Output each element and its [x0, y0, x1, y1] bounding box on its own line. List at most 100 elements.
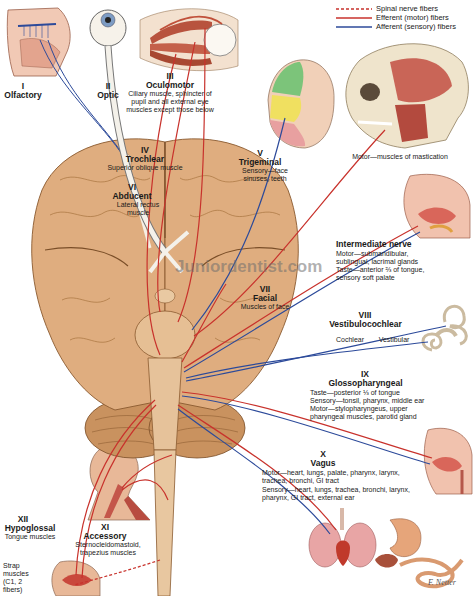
glossopharyngeal-sensory-fiber [182, 396, 430, 464]
vestibule [436, 330, 456, 336]
nasal-cavity [20, 39, 60, 69]
medulla [148, 358, 182, 450]
iris [101, 13, 115, 27]
nerve-name: Olfactory [0, 91, 46, 100]
nerve-function: Lateral rectus muscle [108, 201, 168, 217]
nerve-function: Sensory—heart, lungs, trachea, bronchi, … [262, 486, 412, 502]
spinal-cord [154, 450, 176, 596]
pharynx [461, 470, 464, 494]
nerve-function: Sensory—face sinuses, teeth [234, 167, 296, 183]
spinal-nerve-fiber [74, 560, 160, 585]
head-outline [268, 60, 334, 148]
nerve-number: VIII [350, 311, 380, 320]
nerve-function: Strap muscles (C1, 2 fibers) [3, 562, 43, 594]
legend-line-sample [336, 8, 372, 10]
eyeball [204, 24, 236, 56]
nerve-function: Motor—muscles of mastication [345, 153, 455, 161]
nerve-name: Glossopharyngeal [318, 379, 413, 388]
nerve-number: VII [250, 285, 280, 294]
nerve-number: II [93, 82, 123, 91]
nose-illustration [7, 8, 70, 76]
nerve-number: XII [8, 515, 38, 524]
temporalis-muscle [390, 58, 452, 102]
nerve-function: Taste—posterior ⅓ of tongue [310, 389, 440, 397]
nerve-name: Accessory [76, 532, 134, 541]
nerve-function: Vestibular [372, 336, 416, 344]
nerve-function: Motor—heart, lungs, palate, pharynx, lar… [262, 469, 412, 485]
pupil [105, 17, 111, 23]
cochlear-fiber [186, 342, 428, 378]
intestine [400, 560, 462, 587]
skull-illustration [346, 44, 469, 148]
nerve-number: III [155, 72, 185, 81]
nerve-name: Vestibulocochlear [318, 320, 413, 329]
nerve-name: Abducent [105, 192, 159, 201]
nerve-number: X [308, 450, 338, 459]
liver [375, 554, 398, 568]
semicircular-canal [450, 326, 466, 344]
tongue [432, 457, 462, 472]
olfactory-fibers [24, 25, 48, 38]
pharynx-illustration [424, 428, 472, 494]
nerve-function: Sensory—tonsil, pharynx, middle ear [310, 397, 440, 405]
legend-text: Spinal nerve fibers [376, 5, 438, 13]
trapezius [124, 496, 150, 520]
face-sensory-illustration [268, 60, 334, 148]
maxillary-zone [270, 95, 301, 122]
nerve-function: Ciliary muscle, sphincter of pupil and a… [120, 90, 220, 114]
nerve-number: IV [130, 146, 160, 155]
accessory-fiber [122, 455, 172, 500]
nerve-name: Oculomotor [140, 81, 200, 90]
nerve-function: Superior oblique muscle [100, 164, 190, 172]
eye-muscle [160, 17, 222, 30]
eye-muscle-illustration [140, 9, 238, 71]
sternocleidomastoid [104, 484, 124, 518]
nerve-function: Taste—anterior ⅔ of tongue, sensory soft… [336, 266, 436, 282]
organs-illustration [309, 508, 462, 586]
eye-muscle [150, 50, 212, 66]
heart [336, 541, 350, 567]
nerve-number: XI [90, 523, 120, 532]
nerve-name: Trigeminal [230, 158, 290, 167]
nerve-name: Vagus [300, 459, 346, 468]
olfactory-bulb [18, 24, 56, 26]
signature: F. Netter [428, 578, 456, 587]
ophthalmic-zone [272, 62, 303, 96]
orbit [360, 83, 380, 101]
nerve-number: I [8, 82, 38, 91]
legend-text: Efferent (motor) fibers [376, 14, 449, 22]
orbit [140, 9, 238, 71]
legend-line-sample [336, 26, 372, 28]
gland [430, 226, 452, 232]
nerve-function: Sternocleidomastoid, trapezius muscles [68, 541, 148, 557]
tongue-illustration [52, 561, 100, 596]
head-section [52, 561, 100, 596]
nerve-fibers [74, 28, 446, 585]
cerebral-hemisphere [32, 139, 165, 410]
trachea [340, 508, 344, 530]
nerve-number: VI [117, 183, 147, 192]
eye-illustration [90, 10, 126, 46]
nerve-number: IX [350, 370, 380, 379]
nerve-name: Facial [243, 294, 287, 303]
teeth [358, 122, 392, 124]
semicircular-canal [444, 306, 464, 327]
trigeminal-motor-fiber [194, 130, 385, 336]
legend-line-sample [336, 17, 372, 19]
legend-text: Afferent (sensory) fibers [376, 23, 456, 31]
skull [346, 44, 469, 148]
tongue [418, 207, 456, 224]
nerve-name: Intermediate nerve [336, 240, 436, 249]
mandibular-zone [270, 120, 305, 146]
nerve-number: V [245, 149, 275, 158]
eyeball [90, 10, 126, 46]
watermark: Juniordentist.com [175, 258, 322, 276]
stomach [390, 519, 421, 557]
nerve-name: Optic [86, 91, 130, 100]
eye-muscle [150, 21, 212, 44]
trochlear-fiber [178, 28, 205, 322]
head-section [424, 428, 472, 494]
longitudinal-fissure [164, 142, 165, 238]
